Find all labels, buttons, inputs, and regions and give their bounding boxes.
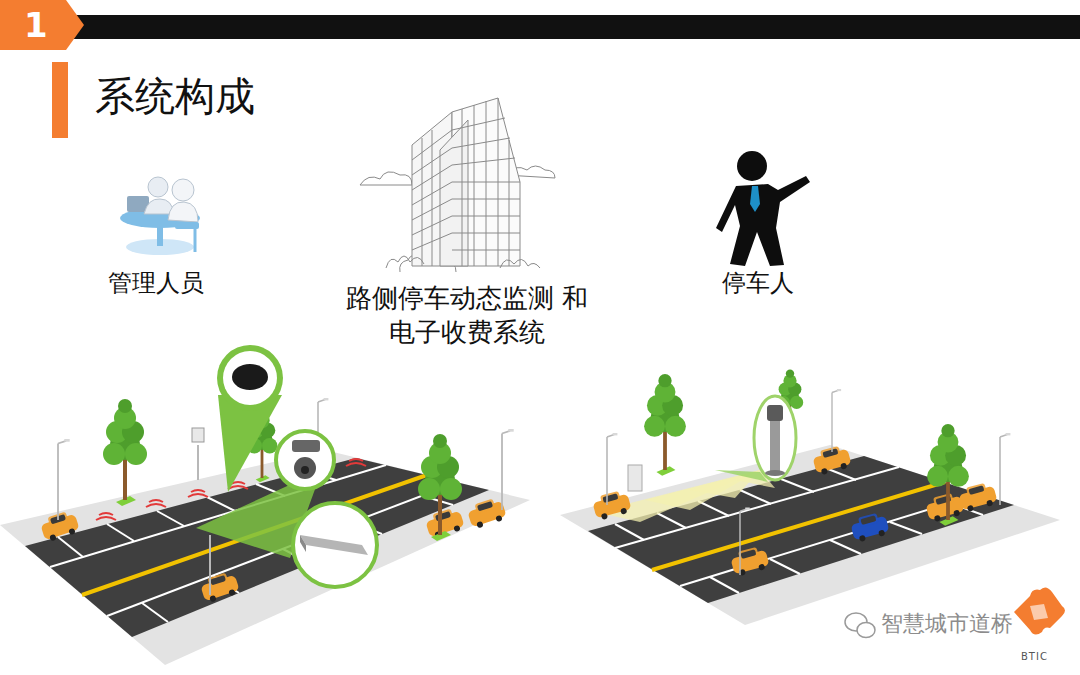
badge-fill bbox=[0, 0, 84, 50]
role-label: 停车人 bbox=[722, 268, 794, 299]
street-scene-left bbox=[0, 345, 530, 665]
management-icon bbox=[120, 177, 200, 255]
header-bar bbox=[60, 15, 1080, 39]
badge-number: 1 bbox=[24, 8, 48, 42]
wechat-icon bbox=[845, 613, 875, 638]
building-sketch bbox=[360, 98, 555, 272]
person-silhouette bbox=[716, 151, 810, 266]
number-badge: 1 bbox=[0, 0, 84, 50]
watermark: 智慧城市道桥 bbox=[881, 610, 1013, 639]
role-label: 管理人员 bbox=[108, 268, 204, 299]
street-scene-right bbox=[560, 369, 1060, 625]
system-label: 路侧停车动态监测 和电子收费系统 bbox=[336, 282, 598, 350]
title-accent bbox=[52, 62, 68, 138]
slide-title: 系统构成 bbox=[95, 72, 255, 120]
logo-text: BTIC bbox=[1021, 650, 1048, 663]
btic-logo bbox=[1014, 587, 1065, 634]
